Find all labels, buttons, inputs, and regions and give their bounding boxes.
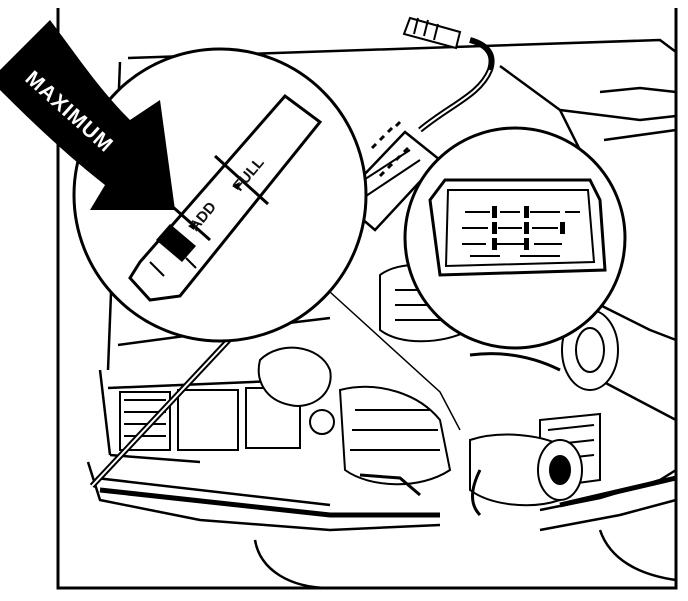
add-arrow-icon (188, 222, 196, 230)
full-arrow-icon (232, 182, 240, 190)
illustration-frame (56, 8, 678, 590)
indicator-panel-magnified (403, 126, 627, 350)
